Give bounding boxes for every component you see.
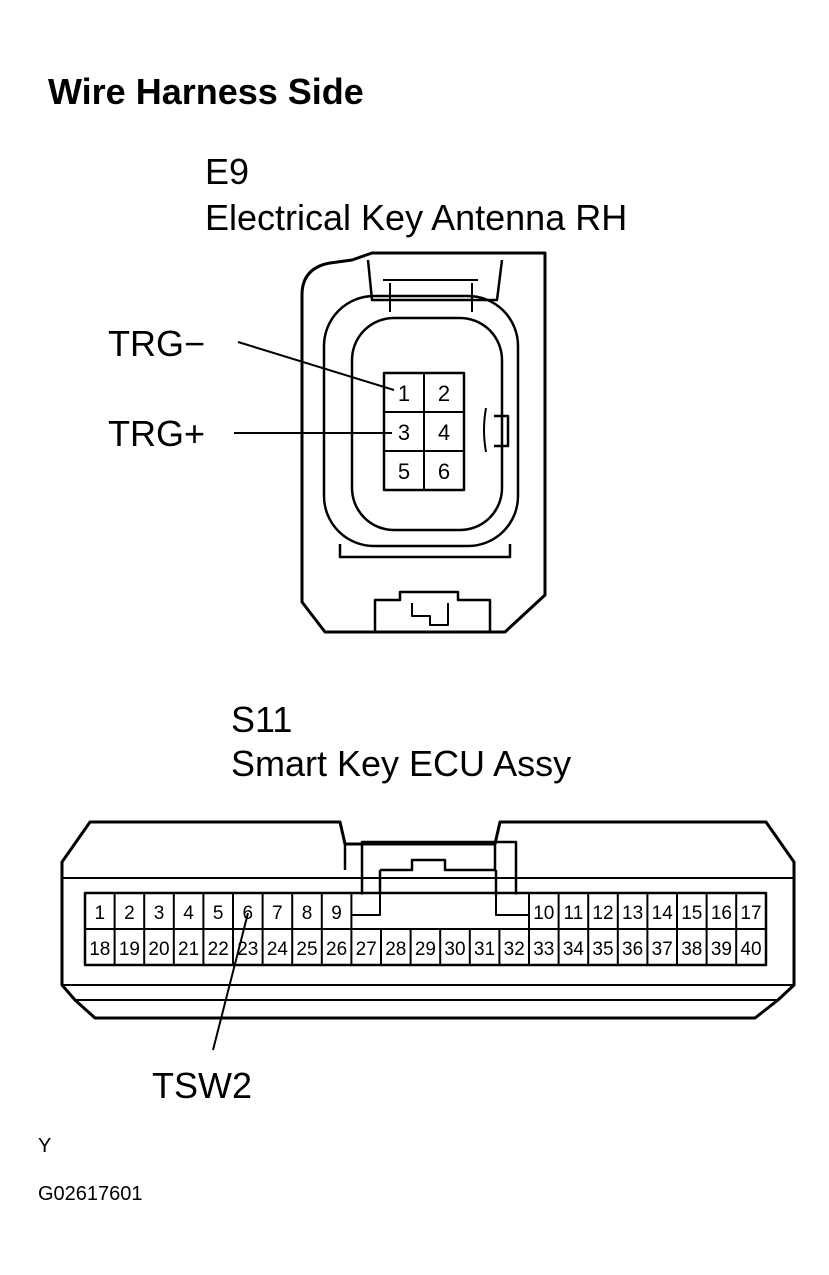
s11-pin-25: 25 <box>296 939 317 960</box>
s11-pin-35: 35 <box>592 939 613 960</box>
label-trg-plus: TRG+ <box>108 413 206 454</box>
s11-pin-9: 9 <box>331 903 342 924</box>
s11-pin-2: 2 <box>124 903 135 924</box>
s11-pin-3: 3 <box>154 903 165 924</box>
connector-e9-housing <box>300 251 547 634</box>
s11-pin-34: 34 <box>563 939 585 960</box>
s11-pin-4: 4 <box>183 903 194 924</box>
s11-pin-33: 33 <box>533 939 554 960</box>
s11-pin-1: 1 <box>95 903 106 924</box>
connector-e9-pin-grid <box>382 371 466 492</box>
s11-pin-16: 16 <box>711 903 732 924</box>
connector-s11-id: S11 <box>231 699 293 740</box>
s11-pin-12: 12 <box>592 903 613 924</box>
s11-pin-24: 24 <box>267 939 289 960</box>
s11-pin-18: 18 <box>89 939 110 960</box>
s11-pin-40: 40 <box>740 939 761 960</box>
s11-pin-23: 23 <box>237 939 258 960</box>
page-title: Wire Harness Side <box>48 71 364 112</box>
connector-e9-id: E9 <box>205 151 250 192</box>
s11-pin-26: 26 <box>326 939 347 960</box>
label-trg-minus: TRG− <box>108 323 206 364</box>
s11-pin-13: 13 <box>622 903 643 924</box>
leader-trg-minus <box>237 341 395 391</box>
s11-pin-31: 31 <box>474 939 495 960</box>
connector-s11-housing <box>60 820 796 1020</box>
s11-pin-10: 10 <box>533 903 554 924</box>
e9-pin-4: 4 <box>438 420 450 445</box>
s11-pin-20: 20 <box>148 939 169 960</box>
s11-pin-14: 14 <box>652 903 674 924</box>
s11-pin-39: 39 <box>711 939 732 960</box>
s11-pin-5: 5 <box>213 903 224 924</box>
corner-mark: Y <box>38 1135 52 1157</box>
e9-pin-6: 6 <box>438 459 450 484</box>
s11-pin-37: 37 <box>652 939 673 960</box>
s11-pin-30: 30 <box>444 939 465 960</box>
s11-pin-36: 36 <box>622 939 643 960</box>
label-tsw2: TSW2 <box>152 1065 253 1106</box>
e9-pin-2: 2 <box>438 381 450 406</box>
s11-pin-17: 17 <box>740 903 761 924</box>
s11-pin-27: 27 <box>356 939 377 960</box>
connector-s11-name: Smart Key ECU Assy <box>231 743 572 784</box>
s11-pin-29: 29 <box>415 939 436 960</box>
e9-pin-3: 3 <box>398 420 410 445</box>
s11-pin-21: 21 <box>178 939 199 960</box>
s11-pin-19: 19 <box>119 939 140 960</box>
s11-pin-7: 7 <box>272 903 283 924</box>
leader-tsw2 <box>212 912 249 1051</box>
connector-e9-pins: 1 2 3 4 5 6 <box>398 381 450 484</box>
s11-pin-8: 8 <box>302 903 313 924</box>
e9-pin-5: 5 <box>398 459 410 484</box>
figure-code: G02617601 <box>38 1183 143 1205</box>
connector-e9-name: Electrical Key Antenna RH <box>205 197 628 238</box>
s11-pin-11: 11 <box>564 903 584 924</box>
s11-pin-28: 28 <box>385 939 406 960</box>
s11-pin-38: 38 <box>681 939 702 960</box>
s11-pin-32: 32 <box>504 939 525 960</box>
s11-pin-22: 22 <box>208 939 229 960</box>
s11-pin-15: 15 <box>681 903 702 924</box>
e9-pin-1: 1 <box>398 381 410 406</box>
